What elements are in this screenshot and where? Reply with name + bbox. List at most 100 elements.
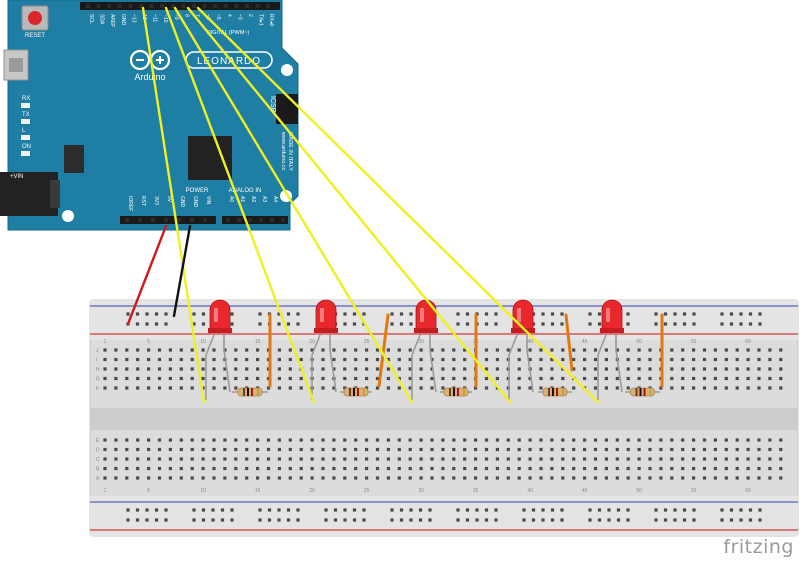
- breadboard-hole: [168, 386, 172, 390]
- breadboard-hole: [692, 466, 696, 471]
- breadboard-hole: [506, 348, 510, 352]
- breadboard-hole: [288, 367, 292, 371]
- breadboard-hole: [539, 447, 543, 452]
- breadboard-hole: [277, 357, 281, 362]
- digital-pin-labels: SCLSDAAREFGND~1312~11~10~987~6~54~32TX▸1…: [86, 4, 274, 27]
- breadboard-hole: [713, 367, 717, 371]
- rail-hole: [390, 518, 394, 522]
- column-number: 1: [104, 339, 107, 345]
- rail-hole: [626, 508, 630, 512]
- breadboard-hole: [103, 348, 107, 352]
- breadboard-hole: [604, 357, 608, 362]
- column-number: 20: [309, 339, 315, 345]
- breadboard-hole: [223, 376, 227, 381]
- breadboard-hole: [430, 447, 434, 452]
- breadboard-hole: [321, 476, 325, 480]
- breadboard-hole: [430, 466, 434, 471]
- breadboard-hole: [256, 457, 260, 461]
- breadboard-hole: [735, 457, 739, 461]
- signal-wire: [173, 6, 414, 404]
- header-pin: [234, 4, 239, 8]
- rail-hole: [682, 312, 687, 316]
- fritzing-watermark: fritzing: [723, 536, 794, 558]
- rail-hole: [550, 518, 555, 522]
- breadboard-hole: [604, 376, 608, 381]
- breadboard-hole: [201, 438, 205, 442]
- breadboard-hole: [463, 367, 467, 371]
- rail-hole: [277, 312, 281, 316]
- rail-hole: [258, 312, 262, 316]
- breadboard-hole: [234, 466, 238, 471]
- rail-hole: [560, 312, 564, 316]
- breadboard-hole: [495, 357, 499, 362]
- row-letter: E: [96, 438, 100, 444]
- breadboard-hole: [670, 457, 674, 461]
- breadboard-hole: [495, 466, 499, 471]
- reset-button-cap[interactable]: [28, 11, 42, 25]
- breadboard-hole: [681, 457, 685, 461]
- breadboard-hole: [463, 466, 467, 471]
- power-pin-label: 5V: [166, 196, 172, 203]
- breadboard-hole: [147, 466, 151, 471]
- breadboard-hole: [266, 476, 271, 480]
- breadboard-hole: [637, 357, 641, 362]
- rail-hole: [739, 312, 743, 316]
- rail-hole: [296, 518, 300, 522]
- breadboard-hole: [495, 457, 499, 461]
- rail-hole: [541, 508, 545, 512]
- breadboard-hole: [386, 348, 390, 352]
- breadboard-hole: [604, 476, 608, 480]
- breadboard-hole: [637, 348, 641, 352]
- breadboard-hole: [779, 386, 783, 390]
- breadboard-hole: [550, 376, 554, 381]
- row-letter: D: [96, 448, 100, 454]
- breadboard-hole: [604, 386, 608, 390]
- resistor-band: [562, 388, 564, 396]
- rail-hole: [220, 518, 225, 522]
- rail-hole: [145, 508, 149, 512]
- breadboard-hole: [125, 348, 129, 352]
- breadboard-hole: [354, 376, 358, 381]
- breadboard-hole: [615, 386, 619, 390]
- breadboard-hole: [702, 466, 707, 471]
- led-leg: [526, 335, 534, 393]
- breadboard-hole: [572, 386, 576, 390]
- breadboard-hole: [713, 457, 717, 461]
- breadboard-hole: [713, 466, 717, 471]
- rail-hole: [560, 508, 564, 512]
- power-jack-edge: [50, 180, 60, 208]
- breadboard-hole: [572, 367, 576, 371]
- breadboard-hole: [397, 376, 401, 381]
- breadboard-hole: [321, 438, 325, 442]
- breadboard-hole: [288, 476, 292, 480]
- row-letter: I: [96, 358, 97, 364]
- resistor-band: [247, 388, 249, 396]
- header-pin: [248, 218, 252, 222]
- rail-hole: [616, 508, 621, 512]
- breadboard-hole: [179, 438, 183, 442]
- breadboard-hole: [593, 348, 598, 352]
- breadboard-hole: [419, 386, 423, 390]
- analog-pin-label: A2: [250, 196, 256, 202]
- breadboard-hole: [168, 357, 172, 362]
- breadboard-hole: [157, 466, 162, 471]
- header-pin: [151, 218, 155, 222]
- rail-hole: [164, 322, 168, 326]
- rail-hole: [531, 312, 536, 316]
- digital-pin-label: SDA: [99, 14, 105, 25]
- breadboard-hole: [550, 447, 554, 452]
- breadboard-hole: [746, 367, 750, 371]
- breadboard-hole: [234, 457, 238, 461]
- breadboard-hole: [168, 466, 172, 471]
- breadboard-hole: [484, 367, 489, 371]
- breadboard-hole: [572, 466, 576, 471]
- power-pin-label: 3V3: [153, 196, 159, 205]
- breadboard-hole: [223, 457, 227, 461]
- breadboard-hole: [256, 438, 260, 442]
- breadboard-hole: [397, 348, 401, 352]
- rail-hole: [475, 508, 479, 512]
- breadboard-hole: [321, 386, 325, 390]
- breadboard-hole: [408, 376, 412, 381]
- breadboard-hole: [114, 438, 118, 442]
- microcontroller-chip: [188, 136, 232, 180]
